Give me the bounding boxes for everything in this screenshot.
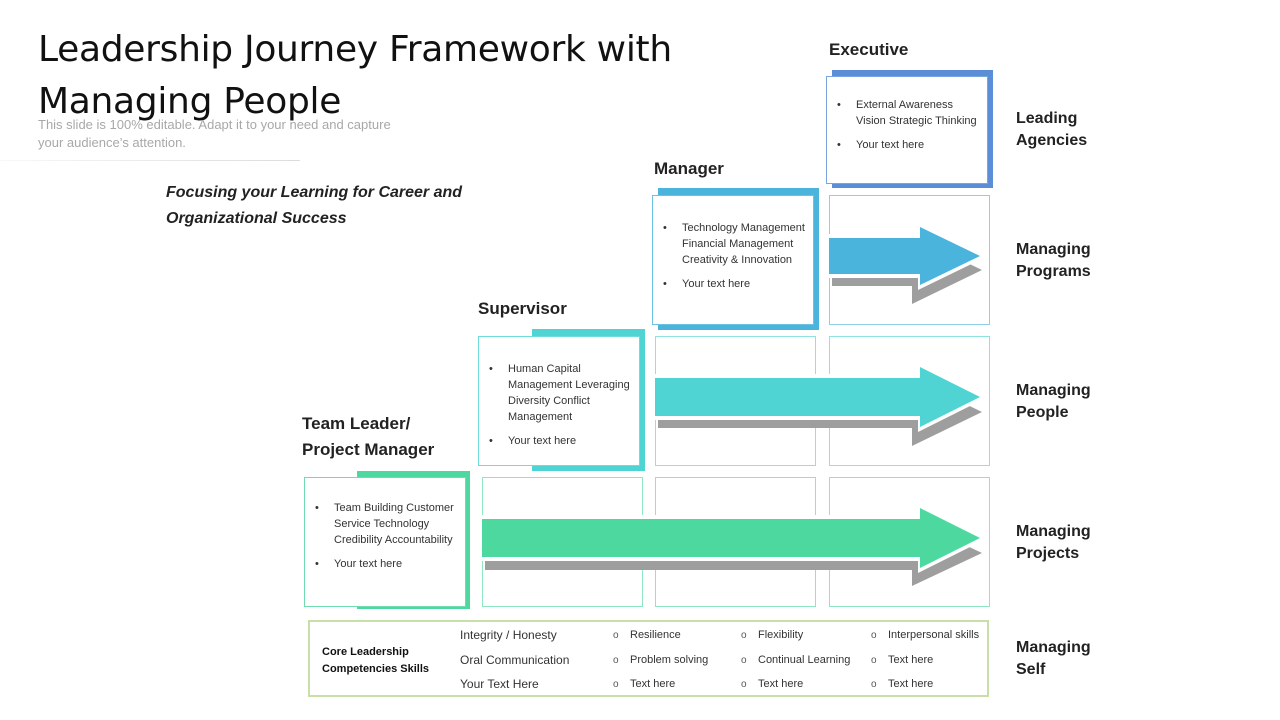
row-label-line: Leading [1016,110,1078,127]
arrow-body [829,227,980,285]
skill-item: o Text here [871,675,979,700]
row-label-managing-people: Managing People [1016,380,1136,424]
circle-bullet-icon: o [871,654,877,666]
circle-bullet-icon: o [613,630,619,641]
manager-bullet-2: Your text here [663,276,807,292]
executive-card: External Awareness Vision Strategic Thin… [826,76,988,184]
row-label-line: Self [1016,661,1046,678]
skill-item: o Continual Learning [741,651,850,676]
row-label-line: Managing [1016,382,1091,399]
circle-bullet-icon: o [613,679,619,690]
title-line-1: Leadership Journey Framework with [38,29,672,70]
skill-text: Flexibility [758,629,804,641]
subtitle: This slide is 100% editable. Adapt it to… [38,117,391,150]
core-competencies-heading: Core Leadership Competencies Skills [322,646,429,675]
executive-bullet-2: Your text here [837,137,981,153]
skill-item: o Text here [871,651,979,676]
supervisor-title: Supervisor [478,299,567,318]
arrow-body [482,508,980,568]
arrow-body [655,367,980,427]
skills-column-1: Integrity / Honesty Oral Communication Y… [460,626,569,700]
supervisor-card: Human Capital Management Leveraging Dive… [478,336,640,466]
circle-bullet-icon: o [741,630,747,641]
row-label-line: Programs [1016,263,1091,280]
skill-item: Your Text Here [460,677,539,691]
supervisor-bullets: Human Capital Management Leveraging Dive… [489,361,633,457]
supervisor-bullet-2: Your text here [489,433,633,449]
skill-text: Text here [758,678,804,690]
team-leader-bullets: Team Building Customer Service Technolog… [315,500,459,580]
team-leader-bullet-2: Your text here [315,556,459,572]
manager-card: Technology Management Financial Manageme… [652,195,814,325]
executive-title: Executive [829,40,909,59]
executive-bullet-1: External Awareness Vision Strategic Thin… [837,97,981,129]
skill-item: o Text here [613,675,708,700]
supervisor-bullet-1: Human Capital Management Leveraging Dive… [489,361,633,425]
manager-bullet-1: Technology Management Financial Manageme… [663,220,807,268]
row-label-line: Managing [1016,639,1091,656]
executive-bullets: External Awareness Vision Strategic Thin… [837,97,981,161]
team-leader-title-line-1: Team Leader/ [302,414,411,433]
skill-item: o Interpersonal skills [871,626,979,651]
skill-item: Integrity / Honesty [460,628,557,642]
subtitle-divider [0,160,300,161]
core-competencies-box: Core Leadership Competencies Skills Inte… [308,620,989,697]
circle-bullet-icon: o [871,679,877,690]
skill-text: Interpersonal skills [888,629,980,641]
skill-item: o Text here [741,675,850,700]
title-line-2: Managing People [38,81,342,122]
row-label-managing-projects: Managing Projects [1016,521,1136,565]
skill-text: Text here [888,653,934,666]
skill-item: o Resilience [613,626,708,651]
arrow-managing-projects [482,503,988,586]
circle-bullet-icon: o [871,630,877,641]
manager-bullets: Technology Management Financial Manageme… [663,220,807,300]
arrow-managing-programs [829,222,988,304]
row-label-managing-self: Managing Self [1016,637,1136,681]
team-leader-title: Team Leader/ Project Manager [302,411,434,463]
skill-text: Resilience [630,629,681,641]
row-label-managing-programs: Managing Programs [1016,239,1136,283]
arrow-managing-people [655,362,988,446]
team-leader-bullet-1: Team Building Customer Service Technolog… [315,500,459,548]
row-label-line: Managing [1016,241,1091,258]
row-label-leading-agencies: Leading Agencies [1016,108,1136,152]
skill-text: Continual Learning [758,653,851,666]
skill-text: Text here [888,678,934,690]
row-label-line: Agencies [1016,132,1088,149]
skill-text: Text here [630,678,676,690]
manager-title: Manager [654,159,724,178]
row-label-line: Managing [1016,523,1091,540]
tagline: Focusing your Learning for Career and Or… [166,184,463,227]
skill-item: o Flexibility [741,626,850,651]
row-label-line: People [1016,404,1069,421]
skill-item: Oral Communication [460,652,570,667]
page-title: Leadership Journey Framework with Managi… [38,24,738,128]
team-leader-card: Team Building Customer Service Technolog… [304,477,466,607]
circle-bullet-icon: o [741,654,747,666]
skill-text: Problem solving [630,653,709,666]
team-leader-title-line-2: Project Manager [302,440,435,459]
skill-item: o Problem solving [613,651,708,676]
row-label-line: Projects [1016,545,1080,562]
circle-bullet-icon: o [613,654,619,666]
circle-bullet-icon: o [741,679,747,690]
